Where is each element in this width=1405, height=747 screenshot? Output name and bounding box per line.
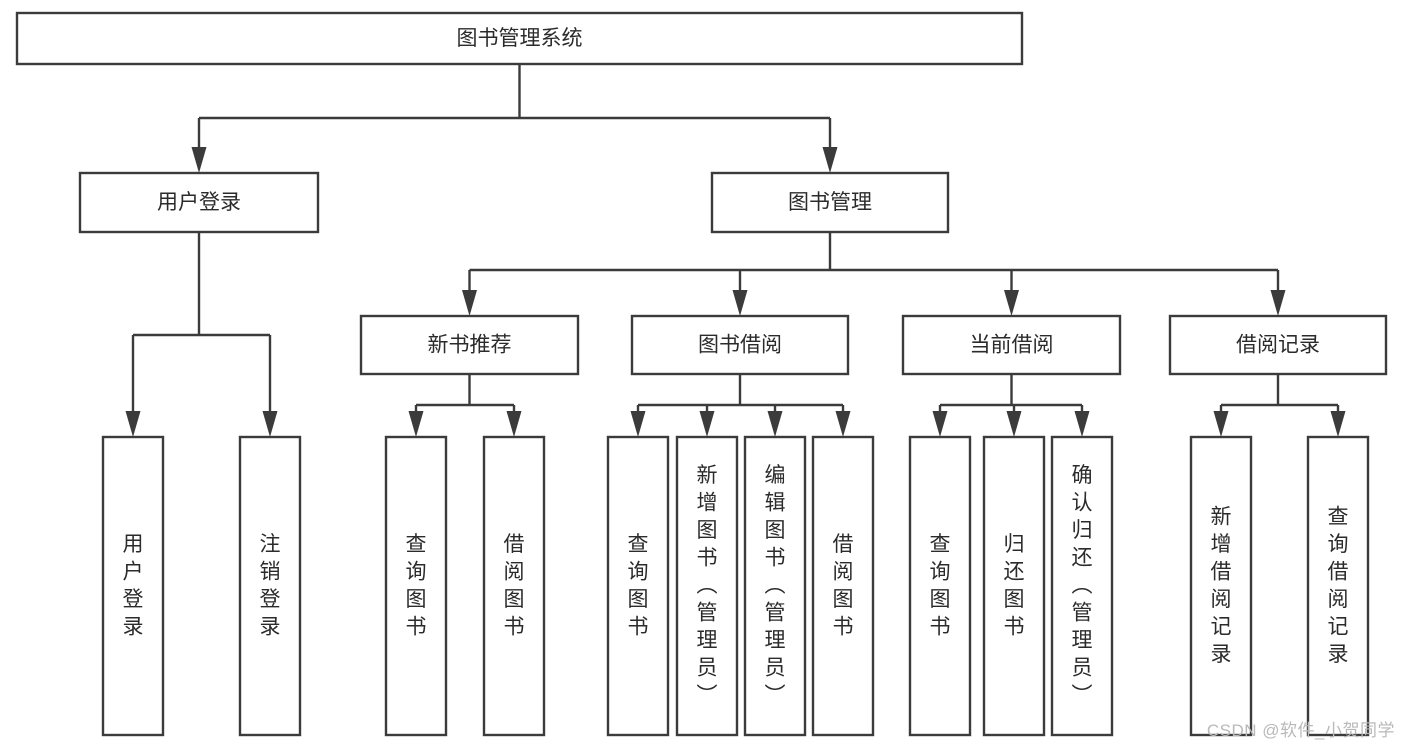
node-label-leaf-query-book-3: 查询图书	[930, 532, 951, 638]
node-box-leaf-add-book[interactable]	[675, 435, 739, 737]
node-box-leaf-return-book[interactable]	[982, 435, 1046, 737]
connector-group-book-manage	[462, 232, 1286, 316]
arrow-head-leaf-return-book	[1006, 411, 1022, 437]
node-box-leaf-borrow-book-2[interactable]	[811, 435, 875, 737]
node-leaf-confirm-return[interactable]: 确认归还︵管理员︶	[1050, 435, 1114, 737]
node-label-leaf-query-book-1: 查询图书	[406, 532, 427, 638]
arrow-head-leaf-add-book	[699, 411, 715, 437]
node-box-leaf-query-book-1[interactable]	[384, 435, 448, 737]
arrow-head-leaf-query-book-1	[408, 411, 424, 437]
node-label-leaf-borrow-book-2: 借阅图书	[833, 532, 854, 638]
arrow-head-leaf-edit-book	[767, 411, 783, 437]
node-leaf-query-record[interactable]: 查询借阅记录	[1306, 435, 1370, 737]
arrow-head-leaf-confirm-return	[1074, 411, 1090, 437]
node-label-leaf-edit-book: 编辑图书︵管理员︶	[765, 464, 786, 707]
node-box-borrow-record[interactable]	[1168, 314, 1388, 376]
node-label-new-book-rec: 新书推荐	[428, 334, 512, 357]
connector-group-book-borrow	[630, 374, 851, 437]
arrow-head-leaf-add-record	[1213, 411, 1229, 437]
node-box-leaf-user-login[interactable]	[101, 435, 165, 737]
node-label-leaf-confirm-return: 确认归还︵管理员︶	[1072, 464, 1093, 707]
node-leaf-return-book[interactable]: 归还图书	[982, 435, 1046, 737]
node-box-book-manage[interactable]	[710, 171, 950, 234]
node-box-leaf-add-record[interactable]	[1189, 435, 1253, 737]
connector-group-new-book-rec	[408, 374, 522, 437]
arrow-head-user-login	[191, 147, 207, 173]
arrow-head-leaf-query-book-3	[932, 411, 948, 437]
arrow-head-leaf-user-login	[125, 411, 141, 437]
node-label-leaf-add-book: 新增图书︵管理员︶	[697, 464, 718, 707]
node-label-leaf-query-record: 查询借阅记录	[1328, 505, 1349, 666]
node-label-leaf-user-login: 用户登录	[123, 532, 144, 638]
node-box-root[interactable]	[15, 11, 1024, 66]
node-box-leaf-borrow-book-1[interactable]	[482, 435, 546, 737]
node-box-user-login[interactable]	[78, 171, 320, 234]
node-box-book-borrow[interactable]	[630, 314, 850, 376]
arrow-head-leaf-borrow-book-2	[835, 411, 851, 437]
connector-group-current-borrow	[932, 374, 1090, 437]
arrow-head-leaf-query-record	[1330, 411, 1346, 437]
node-box-leaf-edit-book[interactable]	[743, 435, 807, 737]
node-leaf-edit-book[interactable]: 编辑图书︵管理员︶	[743, 435, 807, 737]
arrow-head-book-borrow	[732, 290, 748, 316]
node-leaf-user-login[interactable]: 用户登录	[101, 435, 165, 737]
connector-group-borrow-record	[1213, 374, 1346, 437]
node-label-book-borrow: 图书借阅	[698, 334, 782, 357]
node-label-leaf-add-record: 新增借阅记录	[1211, 505, 1232, 666]
node-label-leaf-return-book: 归还图书	[1004, 532, 1025, 638]
node-label-borrow-record: 借阅记录	[1236, 334, 1320, 357]
node-box-leaf-query-book-2[interactable]	[606, 435, 670, 737]
node-label-leaf-borrow-book-1: 借阅图书	[504, 532, 525, 638]
node-label-book-manage: 图书管理	[788, 191, 872, 214]
node-leaf-query-book-1[interactable]: 查询图书	[384, 435, 448, 737]
arrow-head-new-book-rec	[462, 290, 477, 316]
node-leaf-query-book-2[interactable]: 查询图书	[606, 435, 670, 737]
node-label-leaf-query-book-2: 查询图书	[628, 532, 649, 638]
node-box-leaf-confirm-return[interactable]	[1050, 435, 1114, 737]
node-layer: 图书管理系统用户登录图书管理新书推荐图书借阅当前借阅借阅记录用户登录注销登录查询…	[15, 11, 1388, 737]
node-label-root: 图书管理系统	[457, 27, 583, 50]
node-book-borrow[interactable]: 图书借阅	[630, 314, 850, 376]
node-label-current-borrow: 当前借阅	[970, 334, 1054, 357]
arrow-head-current-borrow	[1004, 290, 1019, 316]
node-book-manage[interactable]: 图书管理	[710, 171, 950, 234]
node-leaf-add-record[interactable]: 新增借阅记录	[1189, 435, 1253, 737]
node-box-leaf-query-record[interactable]	[1306, 435, 1370, 737]
node-leaf-user-logout[interactable]: 注销登录	[238, 435, 302, 737]
node-box-leaf-query-book-3[interactable]	[908, 435, 972, 737]
connector-layer	[125, 64, 1346, 437]
node-box-leaf-user-logout[interactable]	[238, 435, 302, 737]
node-user-login[interactable]: 用户登录	[78, 171, 320, 234]
node-box-current-borrow[interactable]	[901, 314, 1122, 376]
node-borrow-record[interactable]: 借阅记录	[1168, 314, 1388, 376]
node-label-user-login: 用户登录	[157, 191, 241, 214]
connector-group-root	[191, 64, 838, 173]
node-leaf-borrow-book-2[interactable]: 借阅图书	[811, 435, 875, 737]
node-leaf-borrow-book-1[interactable]: 借阅图书	[482, 435, 546, 737]
arrow-head-leaf-user-logout	[262, 411, 278, 437]
node-box-new-book-rec[interactable]	[359, 314, 580, 376]
arrow-head-leaf-borrow-book-1	[506, 411, 522, 437]
arrow-head-leaf-query-book-2	[630, 411, 646, 437]
arrow-head-book-manage	[822, 147, 838, 173]
arrow-head-borrow-record	[1270, 290, 1286, 316]
node-leaf-query-book-3[interactable]: 查询图书	[908, 435, 972, 737]
connector-group-user-login	[125, 232, 278, 437]
node-label-leaf-user-logout: 注销登录	[260, 532, 281, 638]
node-current-borrow[interactable]: 当前借阅	[901, 314, 1122, 376]
node-leaf-add-book[interactable]: 新增图书︵管理员︶	[675, 435, 739, 737]
node-root[interactable]: 图书管理系统	[15, 11, 1024, 66]
node-new-book-rec[interactable]: 新书推荐	[359, 314, 580, 376]
